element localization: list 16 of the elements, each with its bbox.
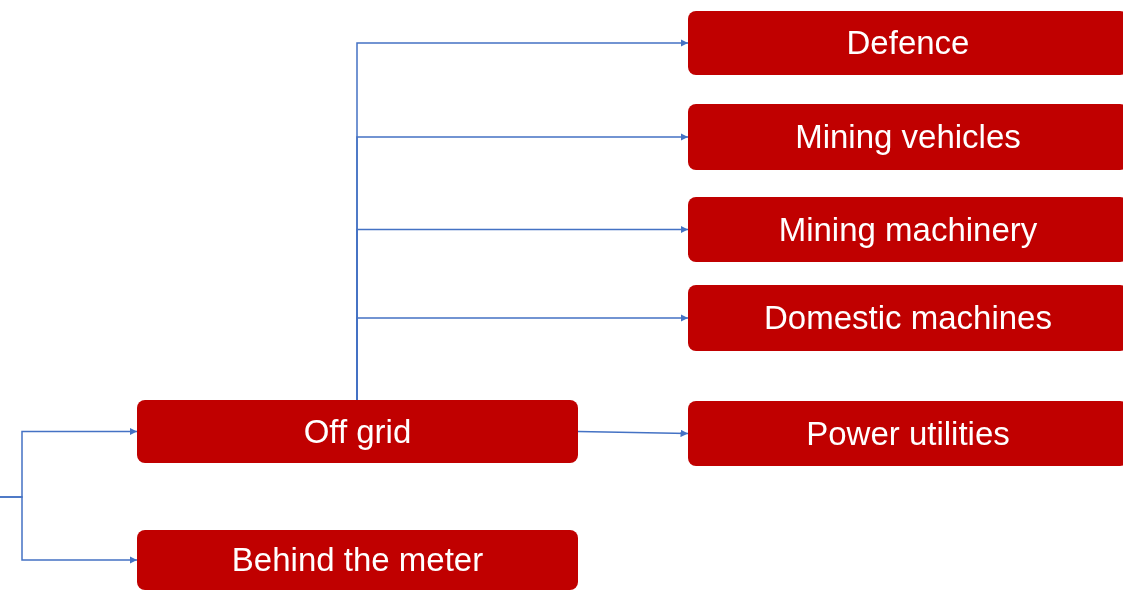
box-label: Behind the meter xyxy=(231,541,484,579)
box-label: Domestic machines xyxy=(764,299,1052,337)
process-box xyxy=(137,530,578,590)
process-box xyxy=(688,104,1123,170)
arrow xyxy=(0,496,138,564)
process-box xyxy=(688,11,1123,75)
process-box xyxy=(688,197,1123,262)
arrow xyxy=(577,429,689,438)
box-label: Defence xyxy=(846,24,970,62)
box-label: Mining vehicles xyxy=(795,118,1021,156)
process-box xyxy=(688,401,1123,466)
process-box xyxy=(688,285,1123,351)
box-label: Power utilities xyxy=(806,414,1010,453)
box-label: Mining machinery xyxy=(778,210,1038,249)
box-label: Off grid xyxy=(303,412,412,451)
process-box xyxy=(137,400,578,463)
